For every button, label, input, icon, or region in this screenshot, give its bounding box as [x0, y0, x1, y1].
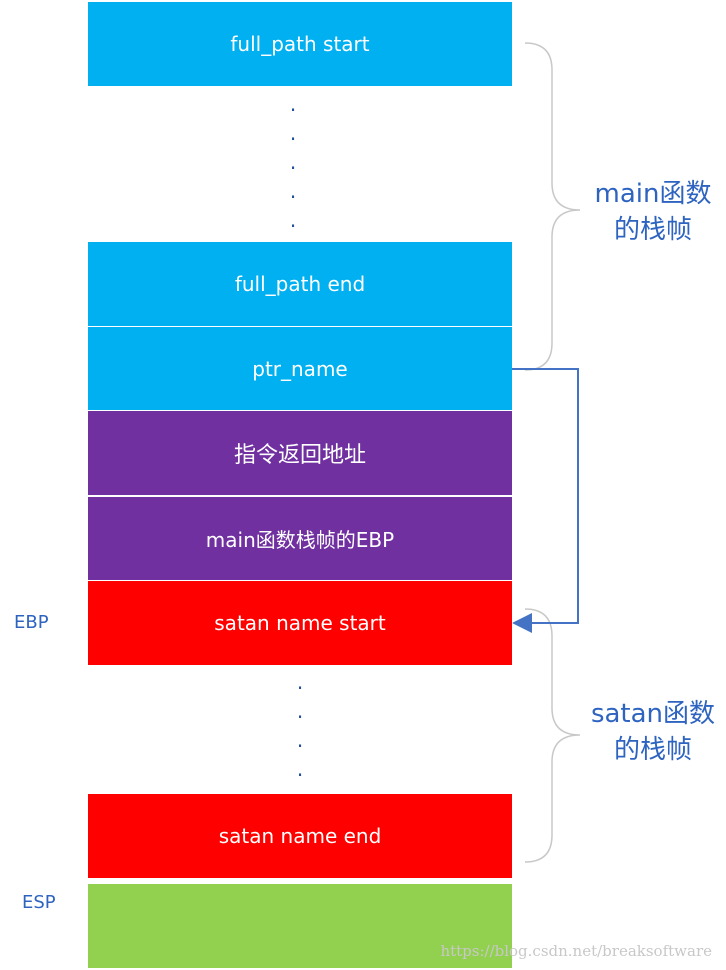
satan-frame-label: satan函数 的栈帧: [588, 696, 718, 768]
pointer-arrow: [512, 368, 579, 633]
stack-slot-satan-name-start: satan name start: [88, 581, 512, 665]
dot: .: [296, 670, 304, 694]
ellipsis-dots-main: . . . . .: [288, 90, 298, 235]
stack-slot-label: ptr_name: [252, 356, 348, 381]
stack-slot-label: satan name end: [218, 824, 382, 848]
dot: .: [289, 121, 297, 145]
stack-slot-label: full_path start: [230, 32, 370, 56]
main-frame-label-line2: 的栈帧: [613, 215, 692, 245]
satan-frame-brace: [524, 608, 581, 863]
stack-slot-label: 指令返回地址: [233, 443, 366, 468]
stack-slot-main-ebp: main函数栈帧的EBP: [88, 496, 512, 580]
stack-slot-satan-name-end: satan name end: [88, 794, 512, 878]
stack-slot-label: full_path end: [234, 272, 366, 296]
stack-slot-return-address: 指令返回地址: [88, 411, 512, 495]
dot: .: [289, 208, 297, 232]
esp-label: ESP: [22, 892, 56, 913]
stack-slot-full-path-start: full_path start: [88, 2, 512, 86]
satan-frame-label-line1: satan函数: [590, 699, 716, 729]
watermark: https://blog.csdn.net/breaksoftware: [440, 942, 712, 960]
dot: .: [296, 728, 304, 752]
main-frame-label: main函数 的栈帧: [588, 176, 718, 248]
stack-slot-esp-area: [88, 884, 512, 968]
dot: .: [289, 179, 297, 203]
stack-slot-label: satan name start: [214, 611, 386, 635]
dot: .: [289, 150, 297, 174]
main-frame-brace: [524, 42, 581, 371]
stack-slot-ptr-name: ptr_name: [88, 326, 512, 410]
main-frame-label-line1: main函数: [594, 179, 712, 209]
ebp-label: EBP: [14, 612, 49, 633]
stack-slot-full-path-end: full_path end: [88, 242, 512, 326]
dot: .: [296, 699, 304, 723]
stack-slot-label: main函数栈帧的EBP: [205, 528, 395, 552]
dot: .: [296, 757, 304, 781]
dot: .: [289, 92, 297, 116]
satan-frame-label-line2: 的栈帧: [613, 735, 692, 765]
